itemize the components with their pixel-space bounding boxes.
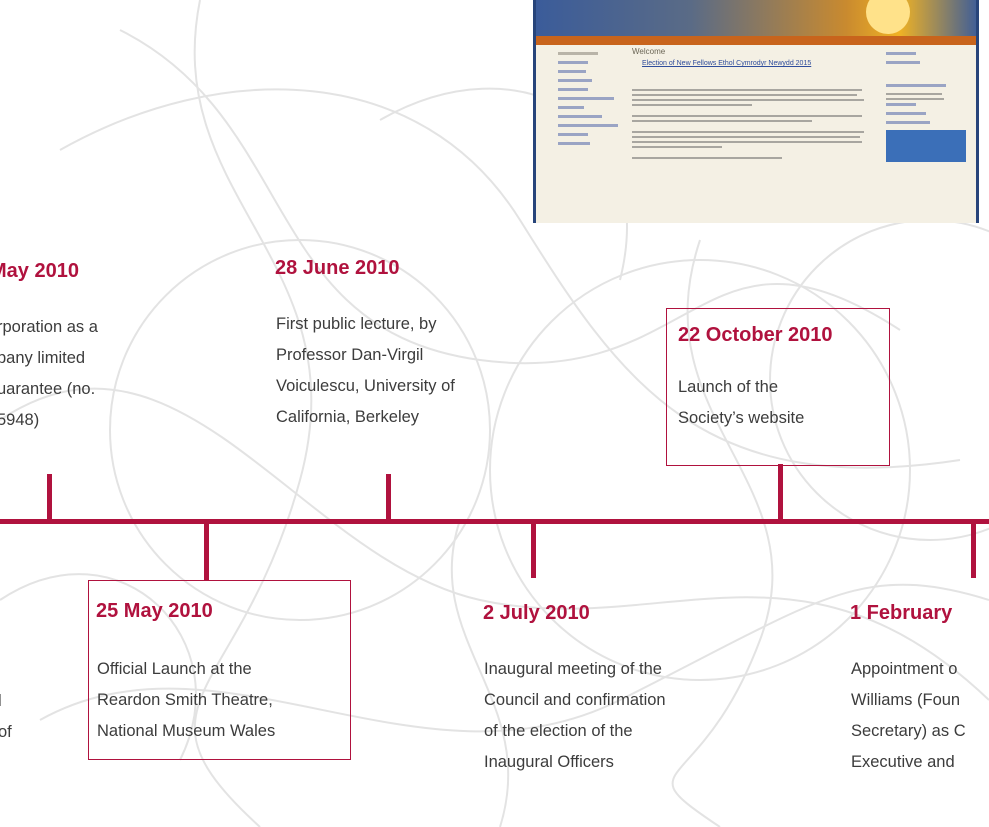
event-desc-1-february: Appointment o Williams (Foun Secretary) … xyxy=(851,660,966,771)
sun-image xyxy=(866,0,910,34)
event-date-28-june-2010: 28 June 2010 xyxy=(275,257,400,279)
tick-may-2010 xyxy=(47,474,52,521)
tick-28-june-2010 xyxy=(386,474,391,521)
tick-25-may-2010 xyxy=(204,522,209,580)
event-date-1-february: 1 February xyxy=(850,602,953,624)
event-desc-25-may-2010: Official Launch at the Reardon Smith The… xyxy=(97,660,276,740)
tick-2-july-2010 xyxy=(531,522,536,578)
event-desc-may-2010: rporation as a pany limited uarantee (no… xyxy=(0,318,98,429)
event-desc-28-june-2010: First public lecture, by Professor Dan-V… xyxy=(276,315,455,426)
website-navbar xyxy=(536,36,979,45)
event-box-22-october-2010 xyxy=(666,308,890,466)
website-sidebar xyxy=(558,52,624,151)
event-date-2-july-2010: 2 July 2010 xyxy=(483,602,590,624)
tick-22-october-2010 xyxy=(778,464,783,521)
website-main: Welcome Election of New Fellows Ethol Cy… xyxy=(632,47,872,162)
event-desc-2-july-2010: Inaugural meeting of the Council and con… xyxy=(484,660,666,771)
website-heading: Welcome xyxy=(632,47,666,56)
tick-1-february xyxy=(971,522,976,578)
event-desc-22-october-2010: Launch of the Society’s website xyxy=(678,378,805,427)
website-screenshot: Welcome Election of New Fellows Ethol Cy… xyxy=(533,0,979,223)
event-desc-left-fragment: l of xyxy=(0,692,12,741)
event-box-25-may-2010 xyxy=(88,580,351,760)
website-banner xyxy=(536,0,979,36)
event-date-25-may-2010: 25 May 2010 xyxy=(96,600,213,622)
event-date-22-october-2010: 22 October 2010 xyxy=(678,324,833,346)
event-date-may-2010: May 2010 xyxy=(0,260,79,282)
website-right-column xyxy=(886,52,966,162)
website-link: Election of New Fellows Ethol Cymrodyr N… xyxy=(642,60,812,67)
timeline-axis xyxy=(0,519,989,524)
